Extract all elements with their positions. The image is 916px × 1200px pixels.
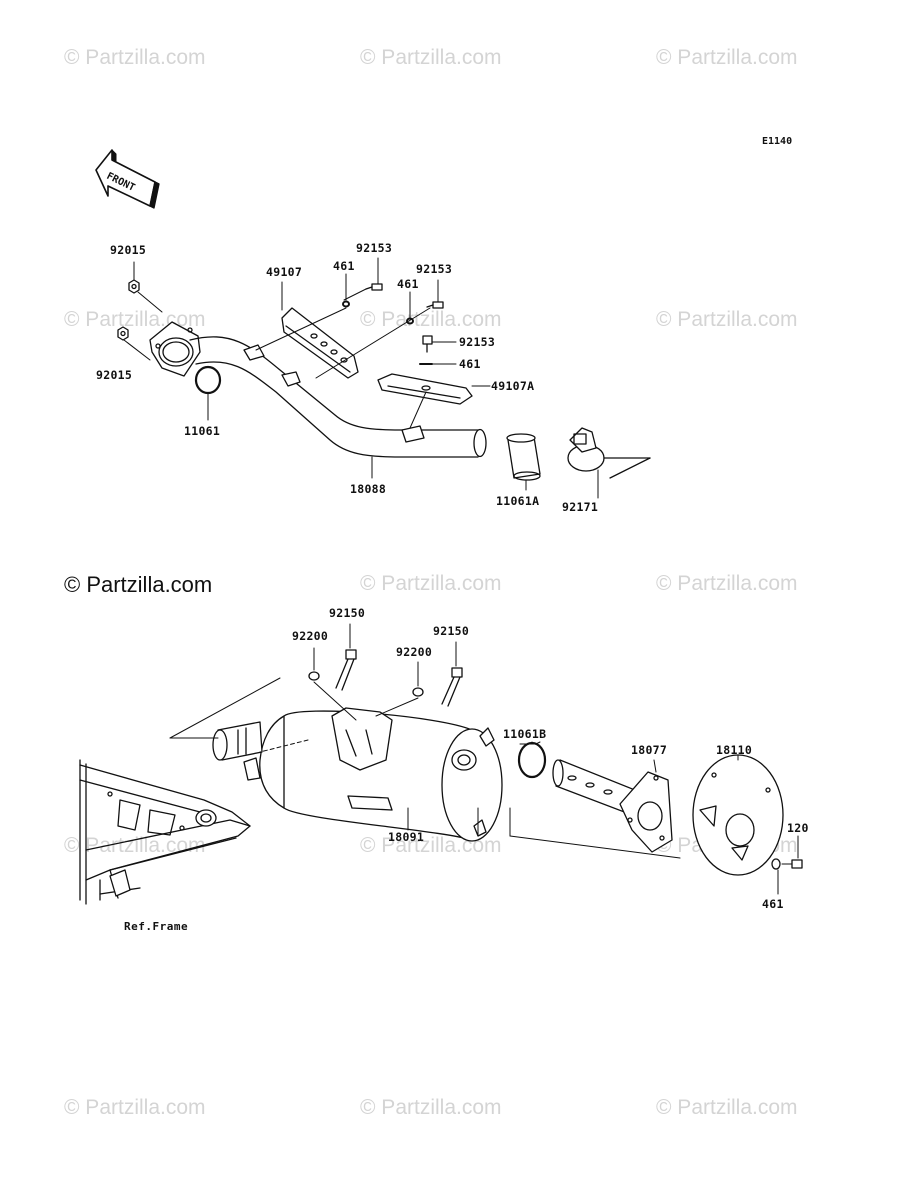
part-label-92153[interactable]: 92153 bbox=[459, 335, 496, 349]
part-label-18091[interactable]: 18091 bbox=[388, 830, 425, 844]
tailpipe-18077 bbox=[552, 759, 673, 853]
heat-guard-49107A bbox=[377, 373, 473, 405]
part-label-92200[interactable]: 92200 bbox=[396, 645, 433, 659]
heat-guard-49107 bbox=[281, 307, 359, 379]
part-label-92200[interactable]: 92200 bbox=[292, 629, 329, 643]
watermark: © Partzilla.com bbox=[656, 572, 798, 595]
washer-92200-b bbox=[412, 687, 424, 697]
part-label-92153[interactable]: 92153 bbox=[356, 241, 393, 255]
header-pipe-18088 bbox=[149, 321, 487, 458]
bolt-92153-b bbox=[426, 301, 444, 309]
watermark: © Partzilla.com bbox=[656, 46, 798, 69]
part-label-92015[interactable]: 92015 bbox=[96, 368, 133, 382]
watermark: © Partzilla.com bbox=[360, 308, 502, 331]
bolt-92150-b bbox=[441, 667, 463, 707]
nut-92015-bottom bbox=[117, 326, 129, 341]
part-label-92015[interactable]: 92015 bbox=[110, 243, 147, 257]
ref-frame-label: Ref.Frame bbox=[124, 920, 189, 933]
watermark: © Partzilla.com bbox=[64, 1096, 206, 1119]
part-label-11061A[interactable]: 11061A bbox=[496, 494, 540, 508]
watermark: © Partzilla.com bbox=[656, 1096, 798, 1119]
part-label-49107[interactable]: 49107 bbox=[266, 265, 303, 279]
part-label-92150[interactable]: 92150 bbox=[433, 624, 470, 638]
bolt-120 bbox=[791, 859, 803, 869]
gasket-11061B bbox=[517, 741, 547, 779]
bolt-92153-c bbox=[422, 335, 433, 353]
watermark: © Partzilla.com bbox=[360, 46, 502, 69]
sleeve-11061A bbox=[506, 433, 541, 481]
part-label-461[interactable]: 461 bbox=[333, 259, 355, 273]
frame-ref bbox=[79, 759, 251, 905]
watermark: © Partzilla.com bbox=[360, 572, 502, 595]
part-label-92153[interactable]: 92153 bbox=[416, 262, 453, 276]
watermark: © Partzilla.com bbox=[360, 1096, 502, 1119]
nut-92015-top bbox=[128, 279, 140, 294]
watermark: © Partzilla.com bbox=[64, 834, 206, 857]
front-arrow-icon: FRONT bbox=[95, 149, 160, 209]
clamp-92171 bbox=[567, 427, 651, 479]
watermark: © Partzilla.com bbox=[656, 308, 798, 331]
part-label-11061[interactable]: 11061 bbox=[184, 424, 221, 438]
washer-461-a bbox=[342, 300, 350, 308]
part-label-11061B[interactable]: 11061B bbox=[503, 727, 547, 741]
bolt-92153-a bbox=[365, 283, 383, 291]
part-label-92171[interactable]: 92171 bbox=[562, 500, 599, 514]
part-label-18077[interactable]: 18077 bbox=[631, 743, 668, 757]
part-label-461[interactable]: 461 bbox=[397, 277, 419, 291]
watermark: © Partzilla.com bbox=[64, 46, 206, 69]
part-label-18088[interactable]: 18088 bbox=[350, 482, 387, 496]
part-label-49107A[interactable]: 49107A bbox=[491, 379, 535, 393]
watermark-primary: © Partzilla.com bbox=[64, 572, 213, 597]
part-label-18110[interactable]: 18110 bbox=[716, 743, 753, 757]
part-label-461[interactable]: 461 bbox=[762, 897, 784, 911]
washer-92200-a bbox=[308, 671, 320, 681]
muffler-18091 bbox=[212, 707, 503, 842]
part-label-461[interactable]: 461 bbox=[459, 357, 481, 371]
part-label-120[interactable]: 120 bbox=[787, 821, 809, 835]
part-label-92150[interactable]: 92150 bbox=[329, 606, 366, 620]
diagram-code: E1140 bbox=[762, 136, 793, 147]
gasket-11061 bbox=[194, 365, 222, 395]
washer-461-d bbox=[771, 858, 781, 870]
end-cap-18110 bbox=[692, 754, 784, 876]
bolt-92150-a bbox=[335, 649, 357, 691]
